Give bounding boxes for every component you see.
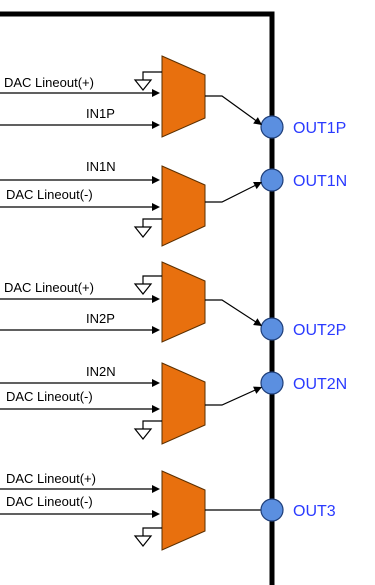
mux-4-ground-icon bbox=[133, 420, 162, 440]
arrowhead bbox=[152, 295, 160, 303]
arrowhead bbox=[152, 379, 160, 387]
pin-out1p bbox=[260, 115, 284, 139]
mux-5-input-2-label: DAC Lineout(-) bbox=[6, 494, 93, 509]
arrowhead bbox=[253, 182, 262, 190]
mux-block-3: DAC Lineout(+) IN2P OUT2P bbox=[0, 261, 346, 343]
mux-4-input-2-label: DAC Lineout(-) bbox=[6, 389, 93, 404]
arrowhead bbox=[152, 326, 160, 334]
pin-out2p-label: OUT2P bbox=[293, 322, 346, 339]
pin-out3-label: OUT3 bbox=[293, 503, 336, 520]
mux-1-body bbox=[161, 55, 206, 138]
mux-2-input-1-label: IN1N bbox=[86, 159, 116, 174]
chip-boundary bbox=[0, 11, 275, 585]
mux-4-input-1-label: IN2N bbox=[86, 364, 116, 379]
pin-out2n bbox=[260, 371, 284, 395]
arrowhead bbox=[152, 485, 160, 493]
arrowhead bbox=[152, 89, 160, 97]
input-arrowheads bbox=[152, 89, 262, 518]
arrowhead bbox=[253, 318, 262, 326]
mux-2-ground-icon bbox=[133, 218, 162, 238]
arrowhead bbox=[152, 176, 160, 184]
mux-2-body bbox=[161, 165, 206, 247]
arrowhead bbox=[253, 386, 262, 394]
mux-1-ground-icon bbox=[133, 71, 162, 91]
arrowhead bbox=[253, 117, 262, 125]
pin-out1n-label: OUT1N bbox=[293, 173, 347, 190]
mux-3-input-1-label: DAC Lineout(+) bbox=[4, 280, 94, 295]
pin-out1p-label: OUT1P bbox=[293, 120, 346, 137]
pin-out2p bbox=[260, 317, 284, 341]
mux-block-2: IN1N DAC Lineout(-) OUT1N bbox=[0, 159, 347, 247]
mux-4-body bbox=[161, 362, 206, 445]
arrowhead bbox=[152, 405, 160, 413]
pin-out2n-label: OUT2N bbox=[293, 376, 347, 393]
mux-5-input-1-label: DAC Lineout(+) bbox=[6, 471, 96, 486]
mux-3-ground-icon bbox=[133, 275, 162, 295]
mux-block-5: DAC Lineout(+) DAC Lineout(-) OUT3 bbox=[0, 470, 336, 551]
pin-out3 bbox=[260, 498, 284, 522]
arrowhead bbox=[152, 203, 160, 211]
mux-block-4: IN2N DAC Lineout(-) OUT2N bbox=[0, 362, 347, 445]
mux-5-ground-icon bbox=[133, 527, 162, 547]
mux-3-input-2-label: IN2P bbox=[86, 311, 115, 326]
mux-1-input-1-label: DAC Lineout(+) bbox=[4, 75, 94, 90]
pin-out1n bbox=[260, 168, 284, 192]
arrowhead bbox=[152, 510, 160, 518]
mux-2-input-2-label: DAC Lineout(-) bbox=[6, 187, 93, 202]
arrowhead bbox=[152, 121, 160, 129]
mux-block-1: DAC Lineout(+) IN1P OUT1P bbox=[0, 55, 346, 139]
mux-3-body bbox=[161, 261, 206, 343]
mux-1-input-2-label: IN1P bbox=[86, 106, 115, 121]
mux-5-body bbox=[161, 470, 206, 551]
